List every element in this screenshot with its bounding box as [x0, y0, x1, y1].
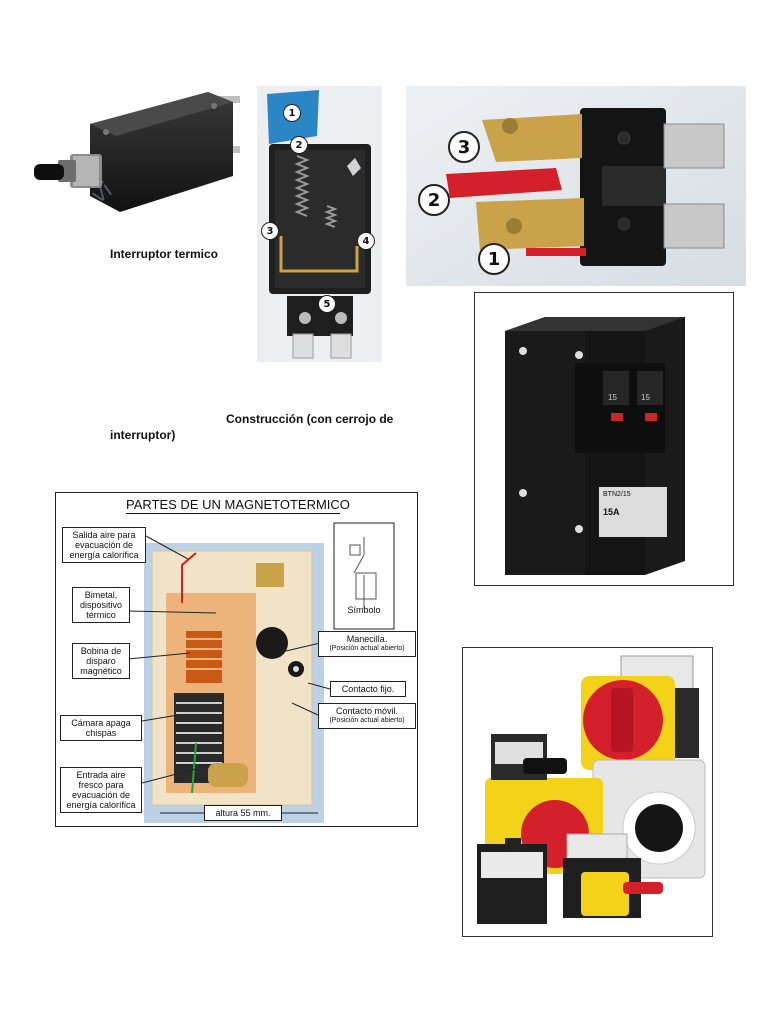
callout-number: 1 [283, 104, 301, 122]
construction-caption-line1: Construcción (con cerrojo de [226, 412, 394, 426]
label-entrada-aire: Entrada aire fresco para evacuación de e… [60, 767, 142, 813]
label-manecilla-title: Manecilla. [346, 634, 388, 644]
label-bobina: Bobina de disparo magnético [72, 643, 130, 679]
label-contacto-fijo: Contacto fijo. [330, 681, 406, 697]
callout-number: 3 [448, 131, 480, 163]
label-contacto-movil-title: Contacto móvil. [335, 706, 399, 716]
magnetotermico-diagram: PARTES DE UN MAGNETOTERMICO [55, 492, 418, 827]
label-bimetal: Bimetal, dispositivo térmico [72, 587, 130, 623]
label-contacto-movil: Contacto móvil. (Posición actual abierto… [318, 703, 416, 729]
callout-number: 2 [418, 184, 450, 216]
label-altura: altura 55 mm. [204, 805, 282, 821]
diagram-title: PARTES DE UN MAGNETOTERMICO [126, 497, 350, 512]
handle-rating-right: 15 [641, 393, 650, 402]
rotary-switches-photo [462, 647, 713, 937]
label-contacto-movil-sub: (Posición actual abierto) [329, 717, 405, 724]
label-salida-aire: Salida aire para evacuación de energía c… [62, 527, 146, 563]
label-camara: Cámara apaga chispas [60, 715, 142, 741]
double-breaker-photo: 15 15 BTN2/15 15A [474, 292, 734, 586]
construction-caption-line2: interruptor) [110, 428, 176, 442]
callout-number: 4 [357, 232, 375, 250]
callout-number: 1 [478, 243, 510, 275]
thermal-breaker-photo: vi [28, 84, 248, 224]
callout-number: 5 [318, 295, 336, 313]
label-manecilla: Manecilla. (Posición actual abierto) [318, 631, 416, 657]
relay-photo: 3 2 1 [406, 86, 746, 286]
diagram-title-underline [126, 513, 340, 514]
callout-number: 2 [290, 136, 308, 154]
callout-number: 3 [261, 222, 279, 240]
construction-photo: 1 2 3 4 5 [257, 86, 382, 362]
breaker-model-label: BTN2/15 [603, 491, 631, 498]
handle-rating-left: 15 [608, 393, 617, 402]
label-simbolo: Símbolo [347, 605, 381, 615]
thermal-caption: Interruptor termico [110, 247, 219, 261]
breaker-rating-label: 15A [603, 507, 620, 517]
label-manecilla-sub: (Posición actual abierto) [329, 645, 405, 652]
